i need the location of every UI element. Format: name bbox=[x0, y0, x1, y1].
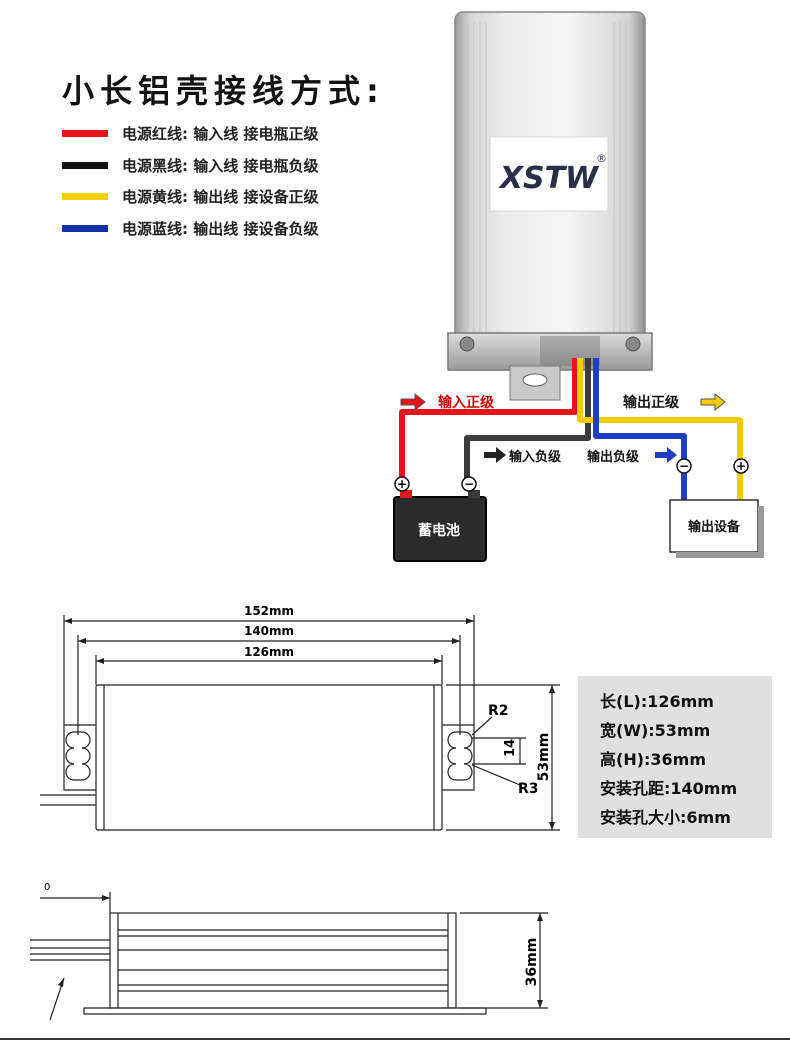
battery: 蓄电池 bbox=[393, 490, 487, 562]
wires bbox=[399, 358, 743, 500]
battery-plus-icon: + bbox=[397, 477, 407, 491]
black-wire bbox=[464, 358, 591, 490]
spec-width: 宽(W):53mm bbox=[600, 721, 711, 740]
legend-item-black: 电源黑线: 输入线 接电瓶负级 bbox=[62, 150, 318, 182]
device-label: 输出设备 bbox=[688, 519, 741, 535]
spec-panel: 长(L):126mm 宽(W):53mm 高(H):36mm 安装孔距:140m… bbox=[578, 676, 772, 838]
zero-mark: 0 bbox=[44, 882, 50, 893]
wire-color-legend: 电源红线: 输入线 接电瓶正级 电源黑线: 输入线 接电瓶负级 电源黄线: 输出… bbox=[62, 118, 318, 244]
legend-label: 电源红线: 输入线 接电瓶正级 bbox=[122, 125, 319, 144]
input-negative-arrow bbox=[484, 447, 506, 463]
device-minus-icon: − bbox=[679, 459, 689, 473]
legend-item-red: 电源红线: 输入线 接电瓶正级 bbox=[62, 118, 318, 150]
red-wire-swatch bbox=[62, 130, 108, 138]
legend-item-yellow: 电源黄线: 输出线 接设备正级 bbox=[62, 181, 318, 213]
dimension-36: 36mm bbox=[524, 938, 540, 987]
legend-item-blue: 电源蓝线: 输出线 接设备负级 bbox=[62, 213, 318, 245]
blue-wire-swatch bbox=[62, 224, 108, 232]
page-title: 小长铝壳接线方式: bbox=[62, 72, 385, 110]
input-positive-label: 输入正级 bbox=[438, 394, 495, 411]
black-wire-swatch bbox=[62, 161, 108, 169]
radius-r3: R3 bbox=[518, 781, 539, 797]
output-positive-label: 输出正级 bbox=[623, 394, 680, 411]
blue-wire bbox=[593, 358, 687, 500]
output-negative-arrow bbox=[655, 447, 677, 463]
bottom-divider bbox=[0, 1038, 790, 1040]
output-positive-arrow bbox=[700, 392, 726, 412]
logo-text: XSTW bbox=[498, 161, 600, 196]
battery-label: 蓄电池 bbox=[418, 522, 460, 539]
legend-label: 电源黄线: 输出线 接设备正级 bbox=[122, 188, 319, 207]
radius-r2: R2 bbox=[488, 703, 509, 719]
spec-length: 长(L):126mm bbox=[600, 692, 714, 711]
dimension-53: 53mm bbox=[536, 733, 552, 782]
input-positive-arrow bbox=[400, 392, 426, 412]
top-view-drawing: 152mm 140mm 126mm R2 R3 14 53mm bbox=[40, 604, 560, 831]
battery-minus-icon: − bbox=[464, 477, 474, 491]
terminal-markers: + − − + bbox=[394, 458, 749, 492]
dimension-140: 140mm bbox=[244, 624, 294, 638]
yellow-wire-swatch bbox=[62, 193, 108, 201]
dimension-14: 14 bbox=[503, 739, 518, 757]
device-plus-icon: + bbox=[736, 459, 746, 473]
red-wire bbox=[399, 358, 578, 490]
legend-label: 电源黑线: 输入线 接电瓶负级 bbox=[122, 156, 319, 175]
legend-label: 电源蓝线: 输出线 接设备负级 bbox=[122, 219, 319, 238]
yellow-wire bbox=[577, 358, 743, 500]
wiring-diagram: XSTW ® 输入正级 输出正级 输入负级 输出负级 蓄电池 输出设备 + − … bbox=[393, 11, 764, 562]
dimension-126: 126mm bbox=[244, 645, 294, 659]
side-view-drawing: 0 36mm bbox=[30, 882, 548, 1021]
output-device: 输出设备 bbox=[669, 499, 764, 558]
spec-hole-spacing: 安装孔距:140mm bbox=[600, 779, 738, 798]
spec-hole-size: 安装孔大小:6mm bbox=[600, 808, 731, 827]
spec-height: 高(H):36mm bbox=[600, 750, 707, 769]
brand-logo: XSTW ® bbox=[489, 136, 609, 212]
dimension-152: 152mm bbox=[244, 604, 294, 618]
output-negative-label: 输出负级 bbox=[587, 449, 640, 465]
input-negative-label: 输入负级 bbox=[509, 449, 562, 465]
registered-mark: ® bbox=[596, 152, 607, 165]
